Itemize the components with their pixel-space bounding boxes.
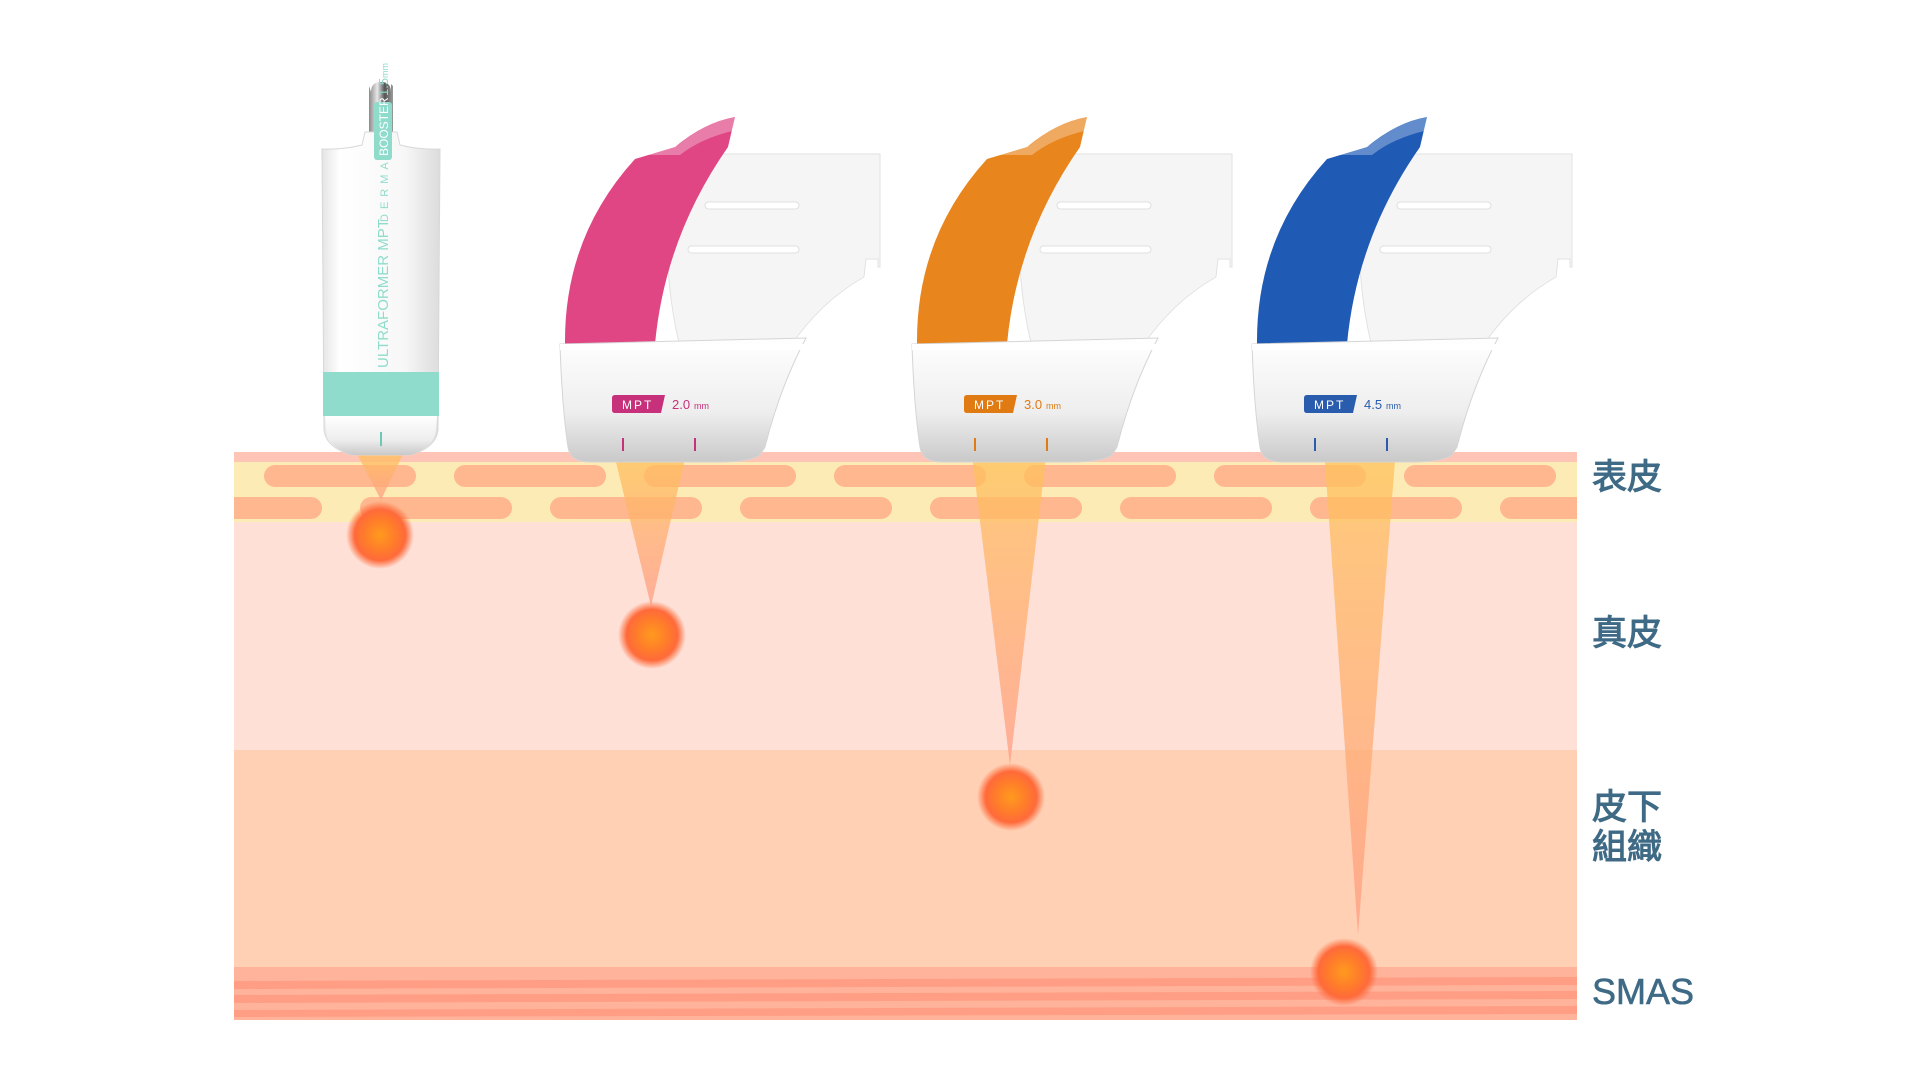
label-dermis: 真皮 [1592, 614, 1663, 654]
label-subcutaneous: 皮下 組織 [1592, 788, 1663, 868]
handpiece-depth: 1.5 [376, 78, 391, 96]
mpt-badge [964, 395, 1017, 413]
groove [1056, 201, 1152, 210]
epidermis-cell [1024, 465, 1176, 487]
booster-badge [374, 102, 392, 160]
fin-highlight [994, 117, 1087, 155]
beam-4-5mm [1324, 448, 1396, 935]
focal-point-smas [1310, 938, 1378, 1006]
ultrasound-beams [356, 448, 1396, 935]
epidermis-cell [1120, 497, 1272, 519]
cup-rim [1252, 344, 1498, 350]
tick-mark [1046, 438, 1048, 451]
cartridge-unit: mm [1046, 401, 1061, 411]
focal-point-dermis [618, 601, 686, 669]
groove [687, 245, 800, 254]
handpiece-brand: ULTRAFORMER MPT [375, 219, 392, 368]
mpt-badge [612, 395, 665, 413]
cartridge-depth: 4.5 [1364, 397, 1382, 412]
groove [704, 201, 800, 210]
cartridge-orange: MPT 3.0 mm [911, 117, 1233, 463]
cartridge-badge-text: MPT [974, 398, 1005, 412]
cartridge-unit: mm [694, 401, 709, 411]
handpiece-series: DERMA [379, 157, 391, 222]
groove [1379, 245, 1492, 254]
beam-3-0mm [971, 448, 1047, 765]
cup-rim [560, 344, 806, 350]
focal-point-epidermis [346, 501, 414, 569]
mpt-badge [1304, 395, 1357, 413]
tick-mark [1386, 438, 1388, 451]
cartridge-depth: 3.0 [1024, 397, 1042, 412]
fin-highlight [1334, 117, 1427, 155]
epidermis-cell [740, 497, 892, 519]
cartridge-depth: 2.0 [672, 397, 690, 412]
derma-booster-handpiece: ULTRAFORMER MPT DERMA BOOSTER 1.5 mm [321, 63, 441, 456]
beam-1-5mm [356, 452, 404, 500]
cartridge-cup [911, 337, 1159, 463]
tick-mark [694, 438, 696, 451]
groove [1396, 201, 1492, 210]
tick-mark [974, 438, 976, 451]
label-epidermis: 表皮 [1592, 458, 1663, 498]
cartridge-fin [1256, 117, 1427, 344]
tick-mark [622, 438, 624, 451]
fin-highlight [642, 117, 735, 155]
handpiece-badge: BOOSTER [377, 97, 391, 156]
cartridge-fin [916, 117, 1087, 344]
cup-rim [912, 344, 1158, 350]
cartridge-badge-text: MPT [622, 398, 653, 412]
tick-mark [1314, 438, 1316, 451]
handpiece-unit: mm [380, 63, 390, 78]
cartridge-cup [1251, 337, 1499, 463]
epidermis-top-line [234, 452, 1577, 462]
cartridge-fin [564, 117, 735, 344]
epidermis-cell [234, 497, 322, 519]
epidermis-cell [834, 465, 986, 487]
teal-band [323, 372, 439, 416]
cartridge-badge-text: MPT [1314, 398, 1345, 412]
epidermis-cell [454, 465, 606, 487]
cartridge-unit: mm [1386, 401, 1401, 411]
tip-mark [380, 432, 382, 446]
focal-points [346, 501, 1378, 1006]
handpiece-label: ULTRAFORMER MPT DERMA BOOSTER 1.5 mm [374, 63, 392, 368]
epidermis-cell [1500, 497, 1577, 519]
epidermis-cells [234, 465, 1577, 519]
beam-2-0mm [613, 450, 687, 606]
cartridge-cup [559, 337, 807, 463]
label-smas: SMAS [1592, 971, 1695, 1012]
epidermis-cell [1404, 465, 1556, 487]
groove [1039, 245, 1152, 254]
cartridge-blue: MPT 4.5 mm [1251, 117, 1573, 463]
cartridge-pink: MPT 2.0 mm [559, 117, 881, 463]
focal-point-subcutaneous [977, 763, 1045, 831]
